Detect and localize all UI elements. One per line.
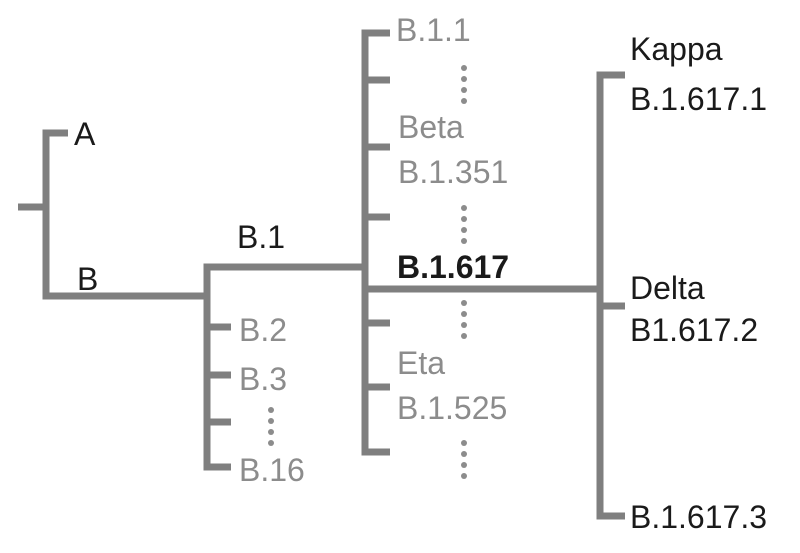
ellipsis-dot bbox=[461, 300, 467, 306]
label-beta-name: Beta bbox=[398, 109, 464, 145]
label-b16: B.16 bbox=[239, 452, 305, 488]
ellipsis-dot bbox=[461, 333, 467, 339]
branch-b-node-bracket bbox=[203, 263, 365, 471]
label-eta-lineage: B.1.525 bbox=[397, 390, 508, 426]
vertical-ellipsis-above-beta bbox=[461, 65, 467, 104]
label-b16173: B.1.617.3 bbox=[630, 499, 767, 535]
label-clade-b: B bbox=[77, 261, 99, 297]
label-b3: B.3 bbox=[239, 361, 288, 397]
ellipsis-dot bbox=[461, 322, 467, 328]
ellipsis-dot bbox=[461, 65, 467, 71]
vertical-ellipsis-b-node bbox=[268, 407, 274, 446]
vertical-ellipsis-above-eta bbox=[461, 300, 467, 339]
vertical-ellipsis-above-b1617 bbox=[461, 205, 467, 244]
label-b1: B.1 bbox=[237, 219, 286, 255]
ellipsis-dot bbox=[268, 440, 274, 446]
label-delta-lineage: B1.617.2 bbox=[630, 312, 759, 348]
ellipsis-dot bbox=[461, 440, 467, 446]
label-eta-name: Eta bbox=[397, 345, 446, 381]
branch-b1617-node-bracket bbox=[596, 71, 625, 520]
ellipsis-dot bbox=[268, 407, 274, 413]
ellipsis-dot bbox=[268, 418, 274, 424]
ellipsis-dot bbox=[461, 87, 467, 93]
ellipsis-dot bbox=[461, 451, 467, 457]
ellipsis-dot bbox=[461, 238, 467, 244]
ellipsis-dot bbox=[461, 462, 467, 468]
label-b1617: B.1.617 bbox=[397, 249, 510, 285]
ellipsis-dot bbox=[461, 98, 467, 104]
label-beta-lineage: B.1.351 bbox=[398, 154, 509, 190]
ellipsis-dot bbox=[461, 205, 467, 211]
label-delta-name: Delta bbox=[630, 270, 705, 306]
ellipsis-dot bbox=[461, 216, 467, 222]
ellipsis-dot bbox=[461, 227, 467, 233]
label-b11: B.1.1 bbox=[396, 12, 471, 48]
label-clade-a: A bbox=[74, 116, 96, 152]
ellipsis-dot bbox=[461, 76, 467, 82]
vertical-ellipsis-below-b1525 bbox=[461, 440, 467, 479]
label-kappa-lineage: B.1.617.1 bbox=[630, 81, 767, 117]
ellipsis-dot bbox=[461, 473, 467, 479]
ellipsis-dot bbox=[268, 429, 274, 435]
branch-root-bracket bbox=[42, 129, 207, 300]
label-b2: B.2 bbox=[239, 312, 288, 348]
branch-b1-node-bracket bbox=[361, 29, 390, 456]
ellipsis-dot bbox=[461, 311, 467, 317]
label-kappa-name: Kappa bbox=[630, 31, 723, 67]
